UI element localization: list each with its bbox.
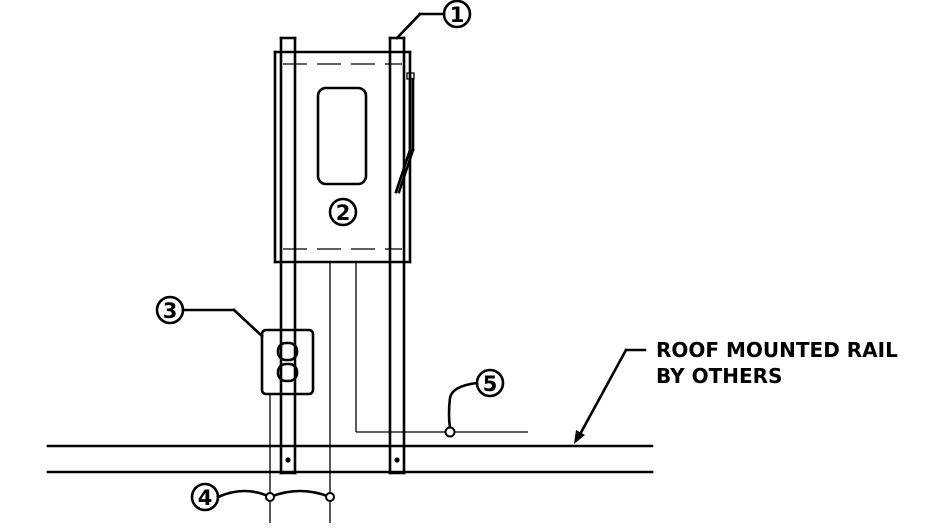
disconnect-handle	[394, 72, 415, 194]
callout-5: 5	[444, 368, 505, 438]
callout-3-number: 3	[163, 299, 178, 323]
callout-3: 3	[155, 295, 264, 338]
receptacle-box	[260, 328, 315, 396]
callout-4-number: 4	[198, 486, 213, 510]
callout-1-number: 1	[450, 3, 465, 27]
callout-4: 4	[190, 482, 335, 512]
rail-note-line2: BY OTHERS	[656, 364, 782, 388]
outlet-lower	[276, 362, 299, 383]
outlet-upper	[276, 341, 299, 362]
rail-note-line1: ROOF MOUNTED RAIL	[656, 338, 898, 362]
callout-5-number: 5	[483, 372, 498, 396]
roof-rail	[46, 444, 654, 474]
callout-1: 1	[395, 0, 472, 40]
conduit-lines	[269, 262, 528, 523]
callout-2-number: 2	[336, 201, 351, 225]
support-post-right	[388, 36, 406, 475]
rail-note-leader	[574, 348, 647, 444]
support-post-left	[279, 36, 297, 475]
callout-2: 2	[328, 197, 358, 227]
viewing-window	[316, 86, 368, 186]
